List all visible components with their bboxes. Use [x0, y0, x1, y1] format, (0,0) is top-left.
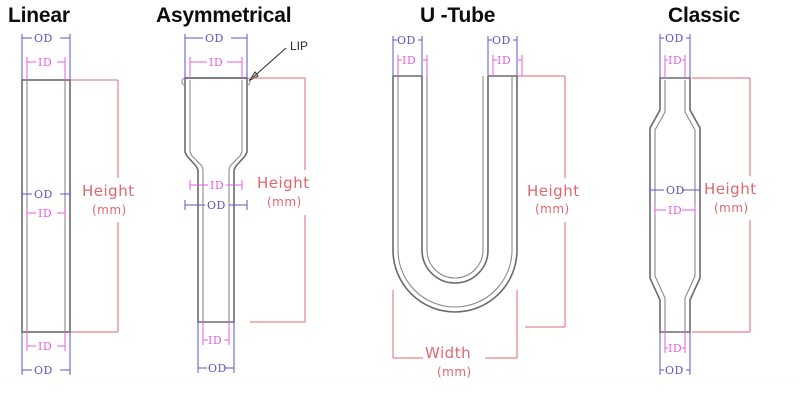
u-tube-left-od-label: OD — [397, 34, 416, 47]
panel-title-classic: Classic — [668, 4, 741, 27]
classic-bottom-id-label: ID — [668, 342, 682, 355]
u-tube-height-unit: (mm) — [535, 202, 570, 216]
u-tube-glass — [392, 75, 518, 313]
panel-title-linear: Linear — [8, 4, 70, 27]
u-tube-width-unit: (mm) — [437, 365, 472, 379]
panel-title-u-tube: U -Tube — [420, 4, 496, 27]
asymmetrical-mid-od-dimension — [184, 200, 248, 210]
linear-bottom-od-dimension — [21, 332, 71, 375]
classic-bottom-od-label: OD — [665, 364, 684, 377]
asymmetrical-top-od-dimension — [184, 34, 248, 78]
u-tube-width-dimension — [392, 290, 518, 359]
u-tube-left-od-dimension — [392, 36, 423, 76]
u-tube-right-id-dimension — [492, 55, 523, 76]
classic-mid-id-dimension — [654, 205, 696, 215]
panel-asymmetrical: Asymmetrical OD — [150, 0, 350, 405]
linear-mid-id-dimension — [26, 208, 66, 218]
u-tube-height-label: Height — [527, 182, 580, 200]
classic-height-dimension — [692, 77, 751, 333]
classic-top-od-label: OD — [665, 32, 684, 45]
asymmetrical-height-dimension — [250, 77, 306, 323]
panel-u-tube: U -Tube OD — [375, 0, 590, 405]
u-tube-right-id-label: ID — [497, 54, 511, 67]
linear-bottom-od-label: OD — [34, 364, 53, 377]
linear-top-id-dimension — [26, 57, 66, 80]
classic-height-label: Height — [704, 180, 757, 198]
asymmetrical-mid-od-label: OD — [207, 199, 226, 212]
u-tube-right-od-label: OD — [492, 34, 511, 47]
linear-bottom-id-label: ID — [38, 340, 52, 353]
classic-tube-drawing: OD ID OD ID ID — [649, 32, 757, 377]
classic-bottom-od-dimension — [659, 332, 691, 375]
linear-mid-od-dimension — [21, 189, 71, 199]
u-tube-right-od-dimension — [487, 36, 518, 76]
asymmetrical-height-unit: (mm) — [267, 195, 302, 209]
panel-classic: Classic OD ID — [620, 0, 800, 405]
asymmetrical-mid-id-dimension — [189, 180, 243, 190]
panel-linear: Linear OD ID OD — [0, 0, 150, 405]
u-tube-drawing: OD ID OD ID Height — [392, 34, 580, 379]
asymmetrical-bottom-od-label: OD — [208, 362, 227, 375]
linear-tube-drawing: OD ID OD ID ID — [21, 32, 135, 377]
linear-tube-glass — [21, 79, 71, 333]
asymmetrical-bottom-id-dimension — [202, 322, 230, 345]
classic-top-id-label: ID — [668, 54, 682, 67]
classic-top-od-dimension — [659, 34, 691, 78]
classic-height-unit: (mm) — [714, 201, 749, 215]
asymmetrical-tube-drawing: OD ID LIP ID OD — [181, 32, 310, 375]
u-tube-left-id-dimension — [397, 55, 428, 76]
asymmetrical-top-id-label: ID — [209, 56, 223, 69]
asymmetrical-top-od-label: OD — [205, 32, 224, 45]
linear-mid-id-label: ID — [38, 207, 52, 220]
panel-title-asymmetrical: Asymmetrical — [156, 4, 292, 27]
asymmetrical-top-id-dimension — [189, 57, 243, 78]
classic-mid-od-dimension — [649, 185, 701, 195]
classic-bottom-id-dimension — [664, 332, 686, 353]
u-tube-width-label: Width — [425, 344, 471, 362]
classic-mid-id-label: ID — [668, 204, 682, 217]
linear-top-od-label: OD — [34, 32, 53, 45]
asymmetrical-bottom-id-label: ID — [208, 334, 222, 347]
classic-top-id-dimension — [664, 55, 686, 78]
asymmetrical-mid-id-label: ID — [210, 179, 224, 192]
linear-bottom-id-dimension — [26, 332, 66, 351]
asymmetrical-lip-leader — [248, 47, 287, 82]
linear-height-dimension — [70, 79, 119, 333]
u-tube-height-dimension — [517, 75, 566, 328]
asymmetrical-height-label: Height — [257, 174, 310, 192]
linear-height-unit: (mm) — [92, 203, 127, 217]
classic-mid-od-label: OD — [666, 184, 685, 197]
asymmetrical-lip-label: LIP — [290, 39, 308, 53]
u-tube-left-id-label: ID — [402, 54, 416, 67]
linear-mid-od-label: OD — [34, 188, 53, 201]
linear-height-label: Height — [82, 182, 135, 200]
linear-top-od-dimension — [21, 34, 71, 80]
asymmetrical-bottom-od-dimension — [197, 322, 235, 373]
linear-top-id-label: ID — [38, 56, 52, 69]
